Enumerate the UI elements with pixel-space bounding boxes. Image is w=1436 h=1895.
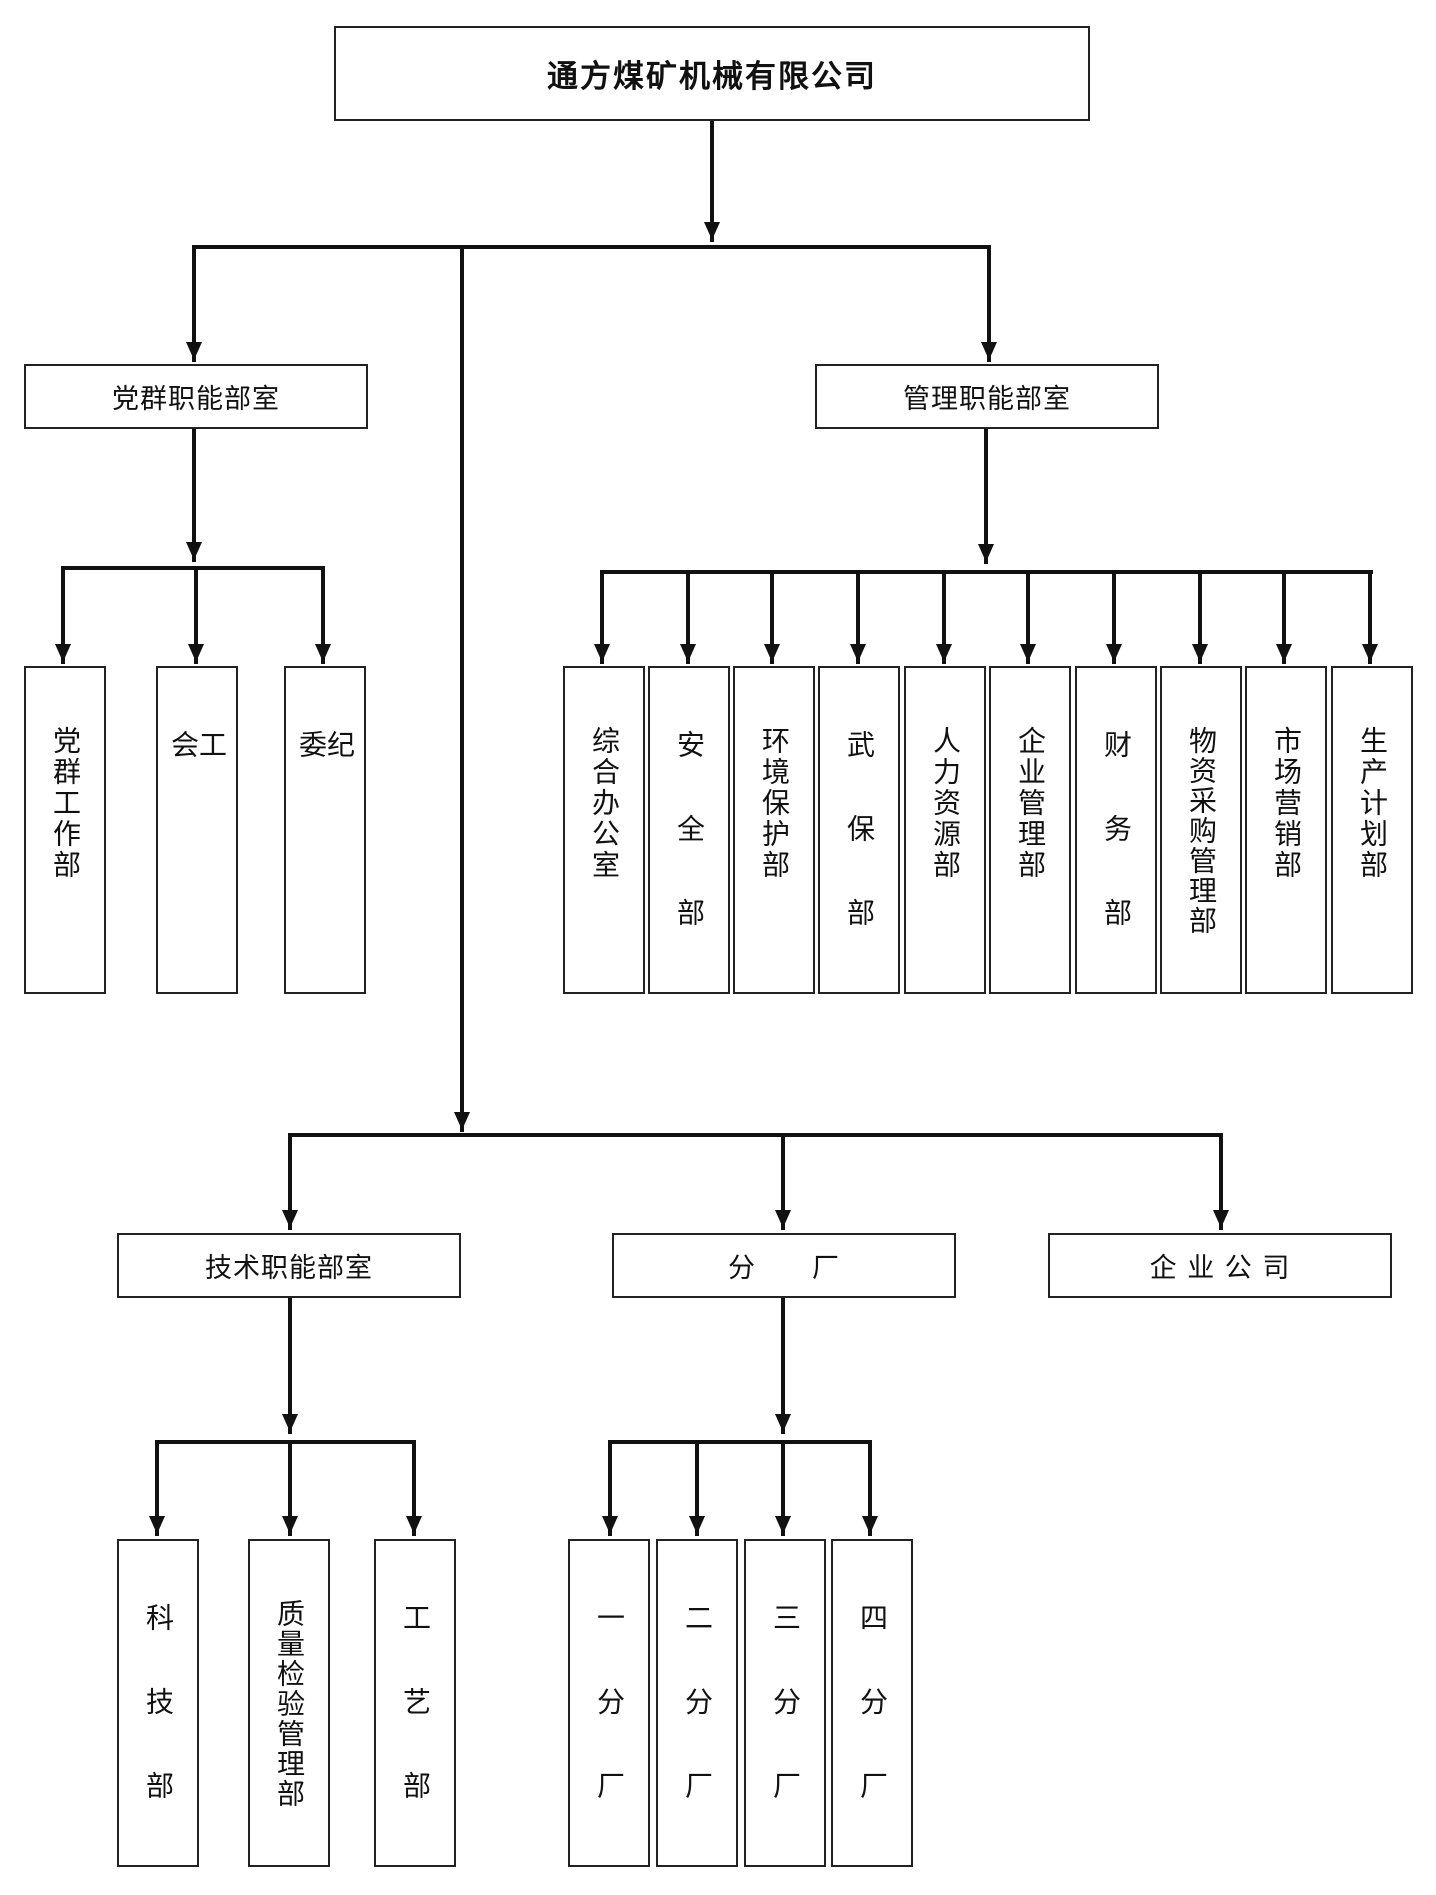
- root-label: 通方煤矿机械有限公司: [547, 59, 877, 95]
- unit-label: 四分厂: [856, 1603, 889, 1855]
- unit-label: 质量检验管理部: [273, 1599, 306, 1809]
- unit-label: 纪委: [295, 730, 356, 904]
- group-label: 技术职能部室: [205, 1253, 373, 1284]
- unit-branch-factory-1: 一分厂: [568, 1539, 650, 1867]
- unit-label: 三分厂: [769, 1603, 802, 1855]
- group-label: 企 业 公 司: [1149, 1253, 1291, 1284]
- unit-general-office: 综合办公室: [563, 666, 645, 994]
- unit-label: 人力资源部: [929, 726, 962, 881]
- group-party-mass-dept: 党群职能部室: [24, 364, 368, 429]
- group-label: 管理职能部室: [903, 384, 1071, 415]
- unit-trade-union: 工会: [156, 666, 238, 994]
- unit-hr-dept: 人力资源部: [904, 666, 986, 994]
- unit-label: 工艺部: [399, 1603, 432, 1855]
- unit-quality-inspection-dept: 质量检验管理部: [248, 1539, 330, 1867]
- unit-label: 生产计划部: [1356, 726, 1389, 881]
- group-label: 分 厂: [728, 1253, 840, 1284]
- unit-label: 企业管理部: [1014, 726, 1047, 881]
- unit-branch-factory-3: 三分厂: [744, 1539, 826, 1867]
- unit-label: 市场营销部: [1270, 726, 1303, 881]
- unit-label: 综合办公室: [588, 726, 621, 881]
- unit-environment-dept: 环境保护部: [733, 666, 815, 994]
- group-branch-factory: 分 厂: [612, 1233, 956, 1298]
- unit-label: 科技部: [142, 1603, 175, 1855]
- unit-marketing-dept: 市场营销部: [1245, 666, 1327, 994]
- group-technical-dept: 技术职能部室: [117, 1233, 461, 1298]
- unit-production-planning-dept: 生产计划部: [1331, 666, 1413, 994]
- unit-process-dept: 工艺部: [374, 1539, 456, 1867]
- unit-procurement-dept: 物资采购管理部: [1160, 666, 1242, 994]
- unit-branch-factory-2: 二分厂: [656, 1539, 738, 1867]
- unit-security-dept: 武保部: [818, 666, 900, 994]
- unit-branch-factory-4: 四分厂: [831, 1539, 913, 1867]
- unit-science-tech-dept: 科技部: [117, 1539, 199, 1867]
- unit-label: 物资采购管理部: [1185, 726, 1218, 936]
- unit-discipline-committee: 纪委: [284, 666, 366, 994]
- group-management-dept: 管理职能部室: [815, 364, 1159, 429]
- unit-label: 党群工作部: [49, 726, 82, 881]
- unit-label: 武保部: [843, 730, 876, 982]
- unit-enterprise-mgmt-dept: 企业管理部: [989, 666, 1071, 994]
- unit-label: 二分厂: [681, 1603, 714, 1855]
- unit-label: 一分厂: [593, 1603, 626, 1855]
- unit-party-work-dept: 党群工作部: [24, 666, 106, 994]
- root-node: 通方煤矿机械有限公司: [334, 26, 1090, 121]
- unit-label: 工会: [167, 730, 228, 904]
- unit-safety-dept: 安全部: [648, 666, 730, 994]
- group-label: 党群职能部室: [112, 384, 280, 415]
- unit-label: 安全部: [673, 730, 706, 982]
- group-enterprise-company: 企 业 公 司: [1048, 1233, 1392, 1298]
- unit-label: 环境保护部: [758, 726, 791, 881]
- unit-finance-dept: 财务部: [1075, 666, 1157, 994]
- unit-label: 财务部: [1100, 730, 1133, 982]
